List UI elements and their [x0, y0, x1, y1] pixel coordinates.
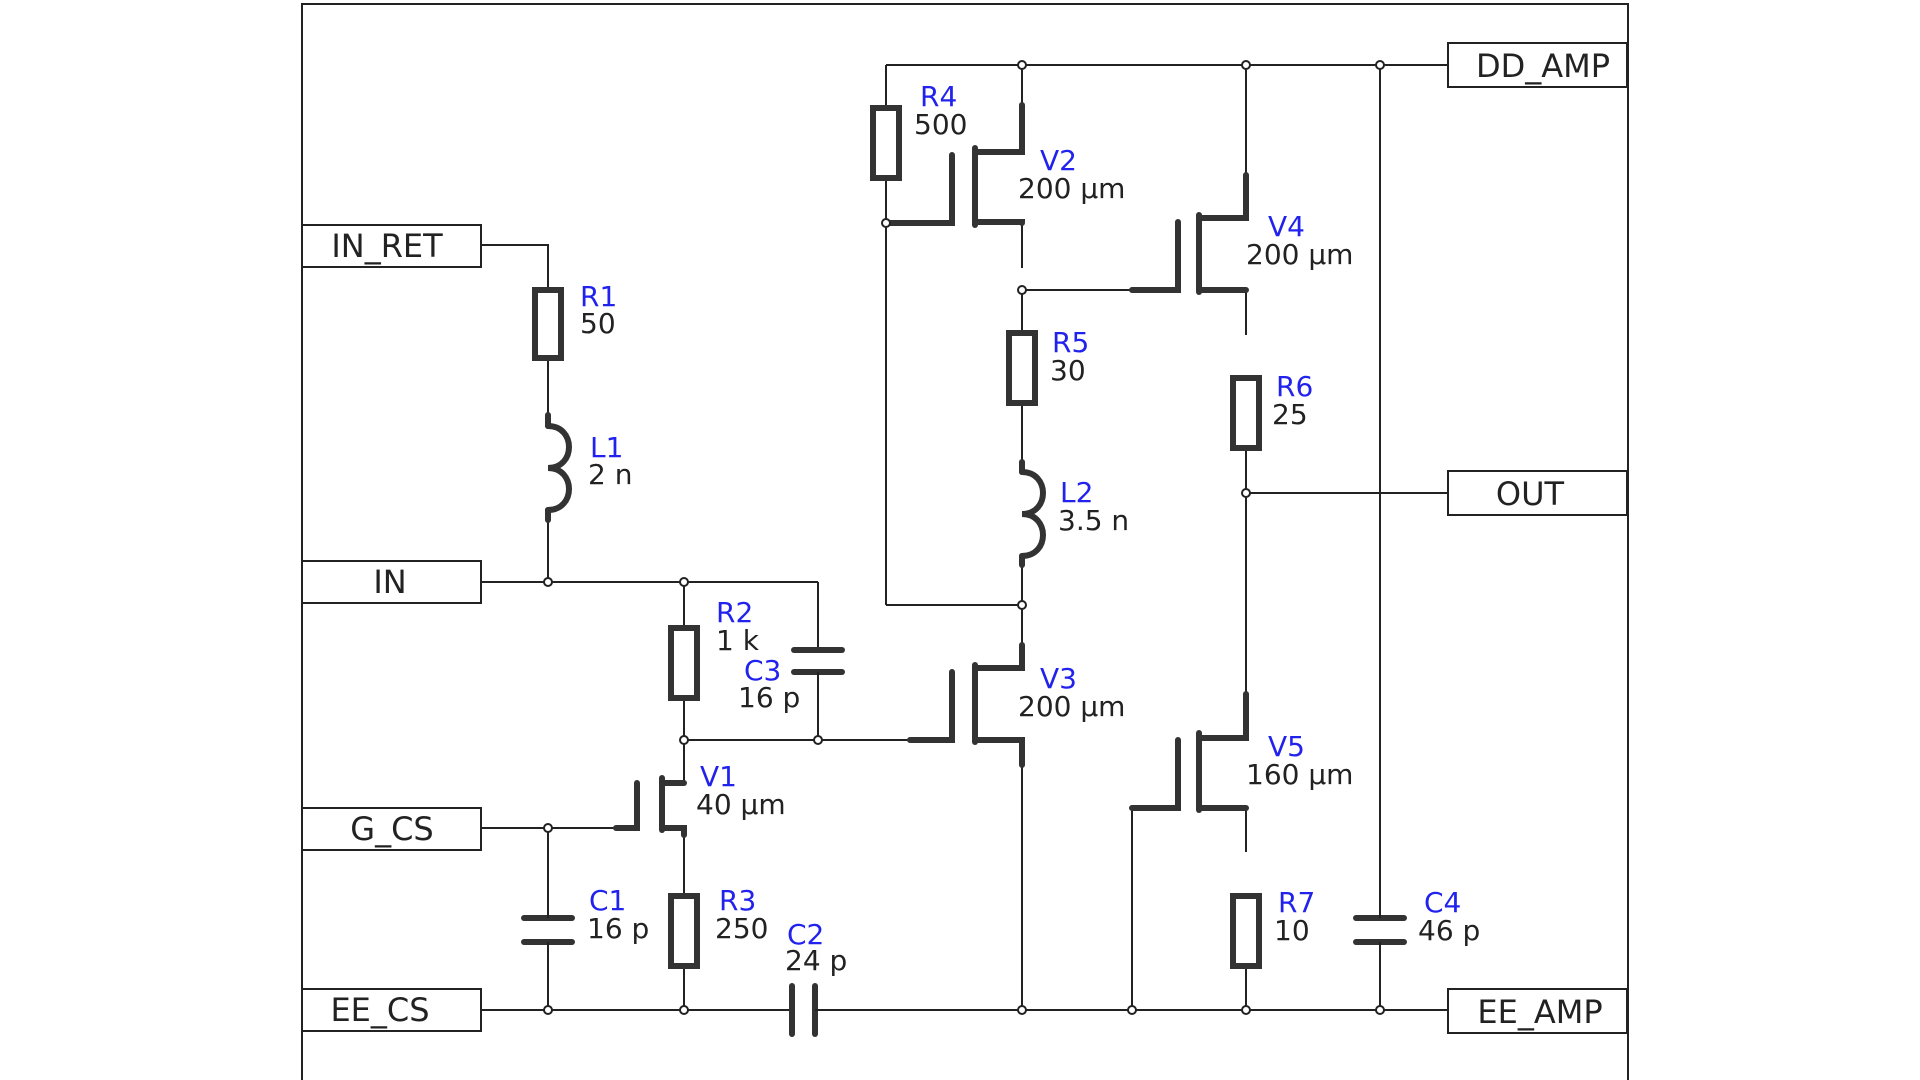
port-g-cs-label: G_CS [350, 810, 433, 848]
port-out-label: OUT [1496, 475, 1565, 513]
v5-value: 160 µm [1246, 758, 1353, 791]
r1-ref: R1 [580, 280, 617, 313]
c2-value: 24 p [785, 944, 847, 977]
l1-ref: L1 [590, 431, 623, 464]
port-in-ret-label: IN_RET [331, 227, 443, 265]
r5-ref: R5 [1052, 326, 1089, 359]
l1-value: 2 n [588, 458, 632, 491]
wires [481, 64, 1448, 1011]
v1-value: 40 µm [696, 788, 786, 821]
v2-value: 200 µm [1018, 172, 1125, 205]
r5-value: 30 [1050, 354, 1086, 387]
resistor-r7: R7 10 [1230, 886, 1315, 969]
v2-ref: V2 [1040, 144, 1077, 177]
port-in-label: IN [373, 563, 406, 601]
v3-ref: V3 [1040, 662, 1077, 695]
resistor-r2: R2 1 k [668, 596, 760, 701]
transistor-v1: V1 40 µm [613, 760, 786, 838]
capacitor-c1: C1 16 p [521, 884, 649, 955]
port-dd-amp: DD_AMP [1447, 42, 1628, 88]
r1-value: 50 [580, 307, 616, 340]
c1-ref: C1 [589, 884, 626, 917]
r4-value: 500 [914, 108, 967, 141]
port-g-cs: G_CS [301, 807, 482, 851]
port-dd-amp-label: DD_AMP [1476, 47, 1610, 85]
v3-value: 200 µm [1018, 690, 1125, 723]
port-ee-amp-label: EE_AMP [1477, 993, 1602, 1031]
r4-ref: R4 [920, 80, 957, 113]
r2-value: 1 k [716, 624, 760, 657]
r3-ref: R3 [719, 884, 756, 917]
c4-ref: C4 [1424, 886, 1461, 919]
inductor-l1: L1 2 n [545, 412, 632, 523]
resistor-r5: R5 30 [1006, 326, 1089, 406]
r6-value: 25 [1272, 398, 1308, 431]
v1-ref: V1 [700, 760, 737, 793]
r7-value: 10 [1274, 914, 1310, 947]
transistor-v2: V2 200 µm [883, 102, 1125, 228]
v4-ref: V4 [1268, 210, 1305, 243]
resistor-r1: R1 50 [532, 280, 617, 361]
port-ee-cs-label: EE_CS [330, 991, 429, 1029]
r7-ref: R7 [1278, 886, 1315, 919]
resistor-r6: R6 25 [1230, 370, 1313, 451]
resistor-r3: R3 250 [668, 884, 768, 969]
capacitor-c3: C3 16 p [738, 645, 845, 740]
resistor-r4: R4 500 [870, 80, 967, 181]
capacitor-c4: C4 46 p [1353, 886, 1480, 955]
r3-value: 250 [715, 912, 768, 945]
schematic-frame [301, 3, 1629, 1080]
c4-value: 46 p [1418, 914, 1480, 947]
c2-ref: C2 [787, 918, 824, 951]
c1-value: 16 p [587, 912, 649, 945]
port-ee-cs: EE_CS [301, 988, 482, 1032]
transistor-v3: V3 200 µm [907, 642, 1125, 768]
r2-ref: R2 [716, 596, 753, 629]
port-in-ret: IN_RET [301, 224, 482, 268]
l2-ref: L2 [1060, 476, 1093, 509]
v4-value: 200 µm [1246, 238, 1353, 271]
inductor-l2: L2 3.5 n [1019, 459, 1129, 568]
r6-ref: R6 [1276, 370, 1313, 403]
junctions [543, 60, 1385, 1015]
port-out: OUT [1447, 470, 1628, 516]
port-in: IN [301, 560, 482, 604]
c3-value: 16 p [738, 681, 800, 714]
transistor-v5: V5 160 µm [1129, 691, 1353, 813]
v5-ref: V5 [1268, 730, 1305, 763]
l2-value: 3.5 n [1058, 504, 1129, 537]
c3-ref: C3 [744, 654, 781, 687]
transistor-v4: V4 200 µm [1129, 172, 1353, 295]
capacitor-c2: C2 24 p [770, 918, 847, 1037]
port-ee-amp: EE_AMP [1447, 988, 1628, 1034]
